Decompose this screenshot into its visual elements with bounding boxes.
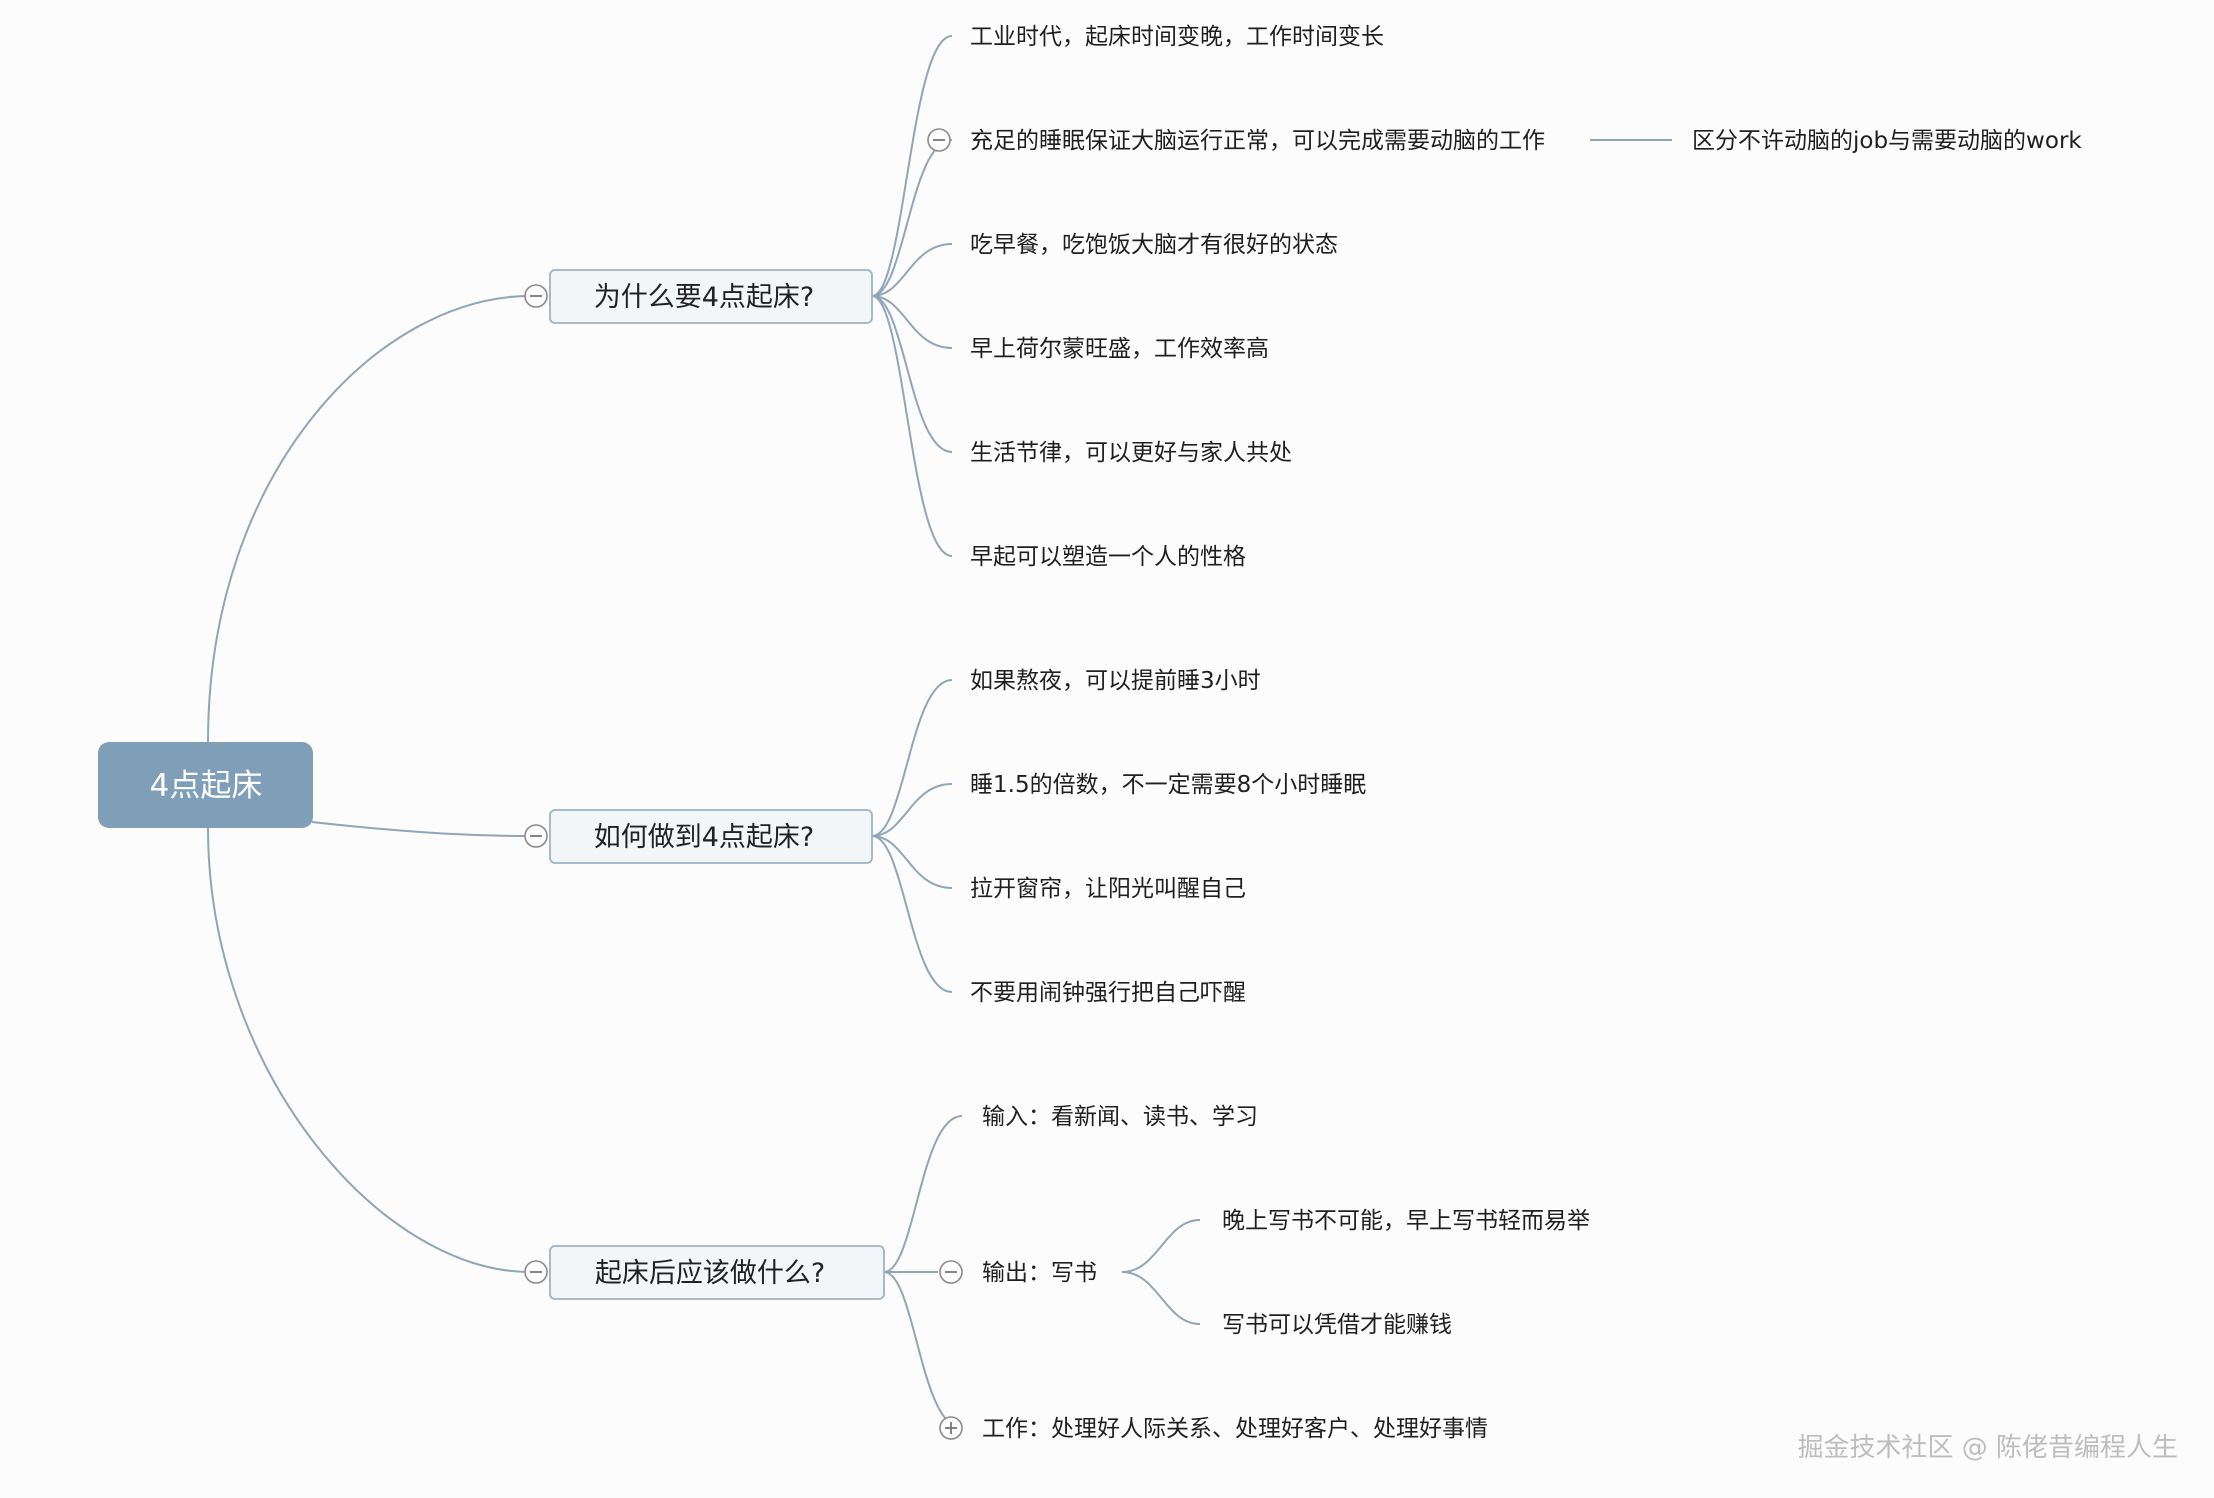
leaf-why-1[interactable]: 工业时代，起床时间变晚，工作时间变长 bbox=[970, 24, 1384, 50]
link-root-branch-1 bbox=[207, 295, 531, 743]
expand-toggle-work[interactable] bbox=[939, 1416, 963, 1440]
link-b1-item-5 bbox=[871, 295, 953, 453]
branch-node-why[interactable]: 为什么要4点起床? bbox=[549, 269, 873, 324]
connectors bbox=[207, 35, 1672, 1429]
leaf-what-3[interactable]: 工作：处理好人际关系、处理好客户、处理好事情 bbox=[982, 1416, 1488, 1442]
watermark: 掘金技术社区 @ 陈佬昔编程人生 bbox=[1797, 1433, 2178, 1463]
leaf-what-1[interactable]: 输入：看新闻、读书、学习 bbox=[982, 1104, 1258, 1130]
collapse-toggle-why-2[interactable] bbox=[927, 128, 951, 152]
leaf-how-3[interactable]: 拉开窗帘，让阳光叫醒自己 bbox=[970, 876, 1246, 902]
leaf-why-2[interactable]: 充足的睡眠保证大脑运行正常，可以完成需要动脑的工作 bbox=[970, 128, 1545, 154]
leaf-why-3[interactable]: 吃早餐，吃饱饭大脑才有很好的状态 bbox=[970, 232, 1338, 258]
branch-node-how[interactable]: 如何做到4点起床? bbox=[549, 809, 873, 864]
link-b3-item-1 bbox=[883, 1115, 963, 1273]
branch-label-why: 为什么要4点起床? bbox=[594, 282, 815, 313]
link-b2-item-1 bbox=[871, 679, 953, 837]
link-b3-item-3 bbox=[883, 1271, 963, 1429]
leaf-how-2[interactable]: 睡1.5的倍数，不一定需要8个小时睡眠 bbox=[970, 772, 1366, 798]
link-b1-item-6 bbox=[871, 295, 953, 557]
link-output-child-2 bbox=[1121, 1271, 1201, 1325]
link-root-branch-2 bbox=[311, 821, 531, 837]
branch-label-what: 起床后应该做什么? bbox=[595, 1258, 825, 1289]
link-b2-item-2 bbox=[871, 783, 953, 837]
leaf-why-5[interactable]: 生活节律，可以更好与家人共处 bbox=[970, 440, 1292, 466]
leaf-how-4[interactable]: 不要用闹钟强行把自己吓醒 bbox=[970, 980, 1246, 1006]
branch-label-how: 如何做到4点起床? bbox=[594, 822, 815, 853]
link-b2-item-4 bbox=[871, 835, 953, 993]
leaf-why-4[interactable]: 早上荷尔蒙旺盛，工作效率高 bbox=[970, 336, 1269, 362]
collapse-toggle-what[interactable] bbox=[524, 1260, 548, 1284]
link-b1-item-2 bbox=[871, 139, 953, 297]
collapse-toggle-how[interactable] bbox=[524, 824, 548, 848]
leaf-why-2-child[interactable]: 区分不许动脑的job与需要动脑的work bbox=[1692, 128, 2082, 154]
leaf-output-child-1[interactable]: 晚上写书不可能，早上写书轻而易举 bbox=[1222, 1208, 1590, 1234]
collapse-toggle-output[interactable] bbox=[939, 1260, 963, 1284]
leaf-why-6[interactable]: 早起可以塑造一个人的性格 bbox=[970, 544, 1246, 570]
link-b1-item-3 bbox=[871, 243, 953, 297]
root-node[interactable]: 4点起床 bbox=[98, 742, 313, 828]
root-label: 4点起床 bbox=[150, 768, 263, 804]
link-b2-item-3 bbox=[871, 835, 953, 889]
link-b1-item-4 bbox=[871, 295, 953, 349]
leaf-what-2[interactable]: 输出：写书 bbox=[982, 1260, 1097, 1286]
leaf-how-1[interactable]: 如果熬夜，可以提前睡3小时 bbox=[970, 668, 1261, 694]
link-root-branch-3 bbox=[207, 827, 531, 1273]
link-output-child-1 bbox=[1121, 1219, 1201, 1273]
branch-node-what[interactable]: 起床后应该做什么? bbox=[549, 1245, 885, 1300]
leaf-output-child-2[interactable]: 写书可以凭借才能赚钱 bbox=[1222, 1312, 1452, 1338]
link-b1-item-1 bbox=[871, 35, 953, 297]
collapse-toggle-why[interactable] bbox=[524, 284, 548, 308]
